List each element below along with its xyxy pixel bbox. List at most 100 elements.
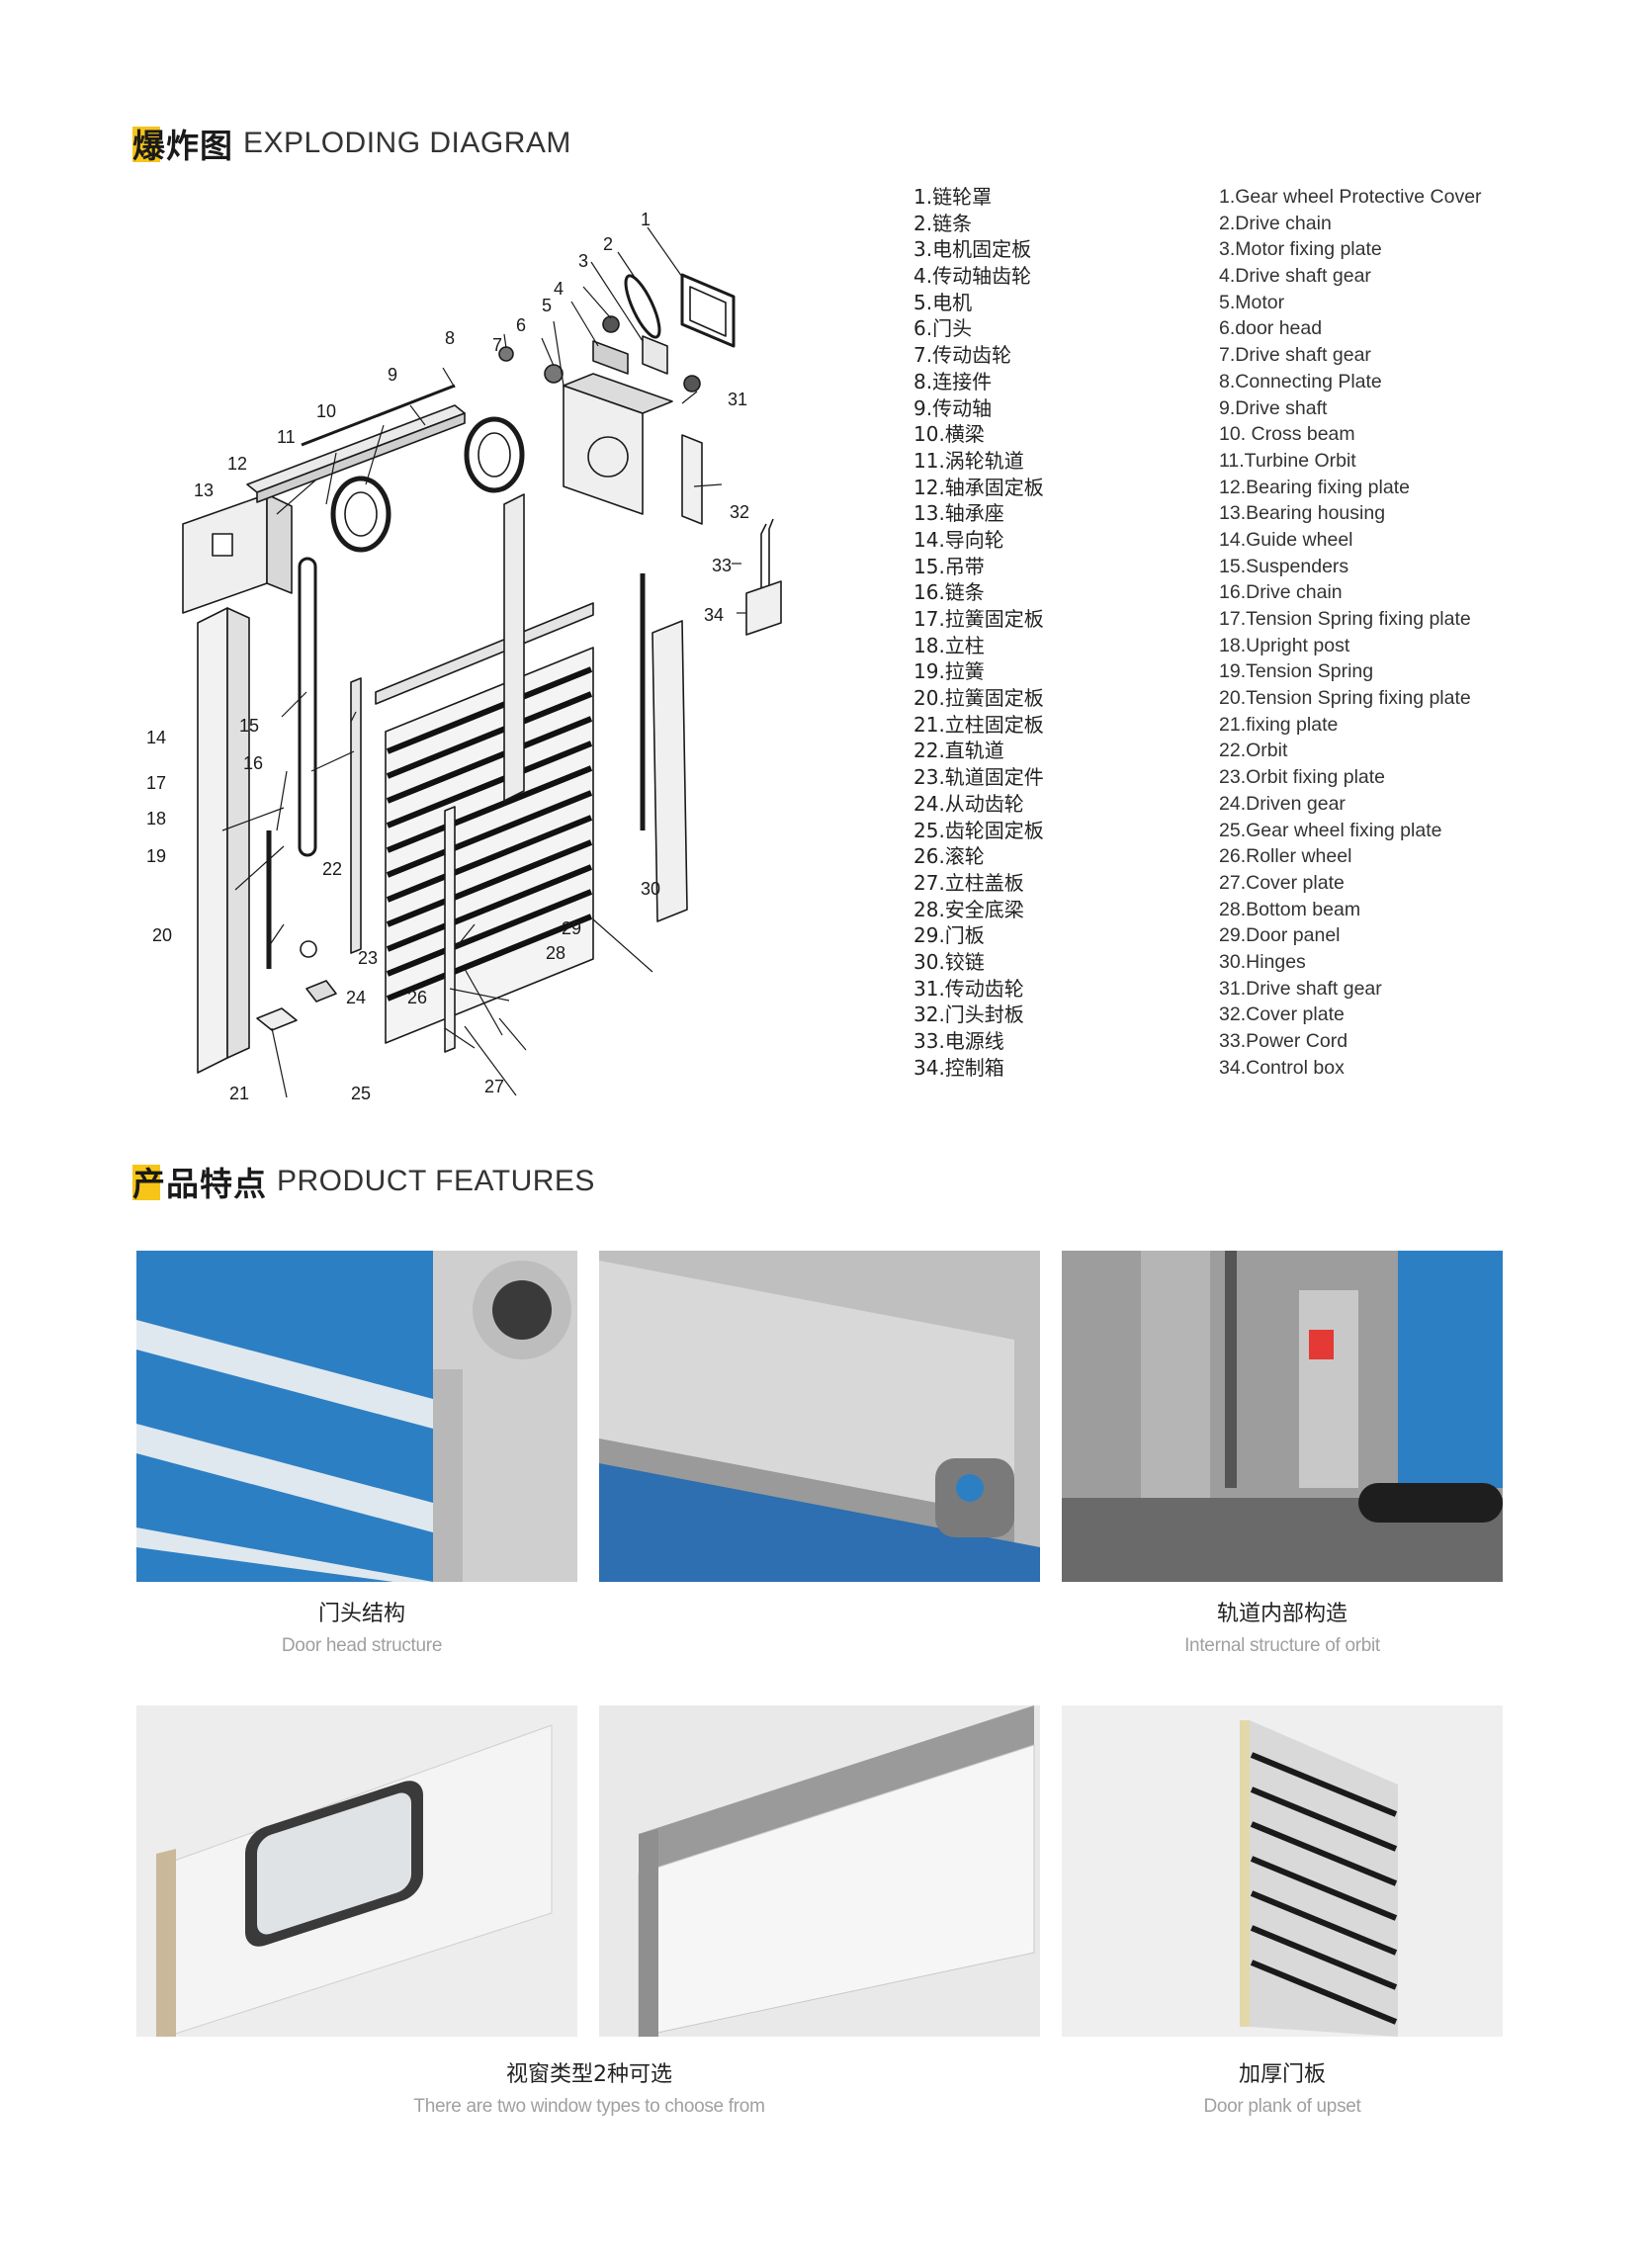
part-item: 29.Door panel — [1219, 924, 1341, 947]
part-item: 31.Drive shaft gear — [1219, 977, 1382, 1000]
parts-list-en: 1.Gear wheel Protective Cover 2.Drive cha… — [1219, 184, 1482, 1081]
part-item: 16.Drive chain — [1219, 581, 1343, 604]
caption-en: Door head structure — [281, 1635, 443, 1656]
diagram-label: 29 — [562, 918, 581, 938]
diagram-label: 16 — [243, 753, 263, 773]
part-item: 27.立柱盖板 — [913, 870, 1024, 895]
diagram-label: 14 — [146, 728, 166, 747]
diagram-label: 10 — [316, 401, 336, 421]
part-item: 32.门头封板 — [913, 1003, 1024, 1027]
part-item: 14.导向轮 — [913, 527, 1004, 552]
part-item: 30.Hinges — [1219, 950, 1306, 973]
part-item: 25.齿轮固定板 — [913, 818, 1044, 842]
part-item: 33.电源线 — [913, 1029, 1004, 1053]
part-item: 28.Bottom beam — [1219, 898, 1361, 920]
part-item: 11.Turbine Orbit — [1219, 449, 1356, 472]
caption-window: 视窗类型2种可选 There are two window types to c… — [332, 2058, 846, 2122]
section-title-en: PRODUCT FEATURES — [277, 1165, 595, 1197]
part-item: 8.Connecting Plate — [1219, 370, 1382, 393]
accent-mark — [132, 1165, 160, 1200]
part-item: 5.Motor — [1219, 291, 1285, 313]
exploding-diagram: 1 2 3 4 5 6 7 8 9 10 11 12 13 14 15 16 1… — [146, 210, 782, 1103]
section-title-features: 产品特点 PRODUCT FEATURES — [132, 1157, 595, 1206]
section-title-cn: 产品特点 — [132, 1165, 267, 1203]
part-item: 3.Motor fixing plate — [1219, 238, 1382, 261]
diagram-label: 13 — [194, 480, 214, 500]
part-item: 1.链轮罩 — [913, 185, 993, 209]
diagram-label: 23 — [358, 948, 378, 968]
section-title-en: EXPLODING DIAGRAM — [243, 127, 571, 159]
diagram-label: 31 — [728, 390, 747, 409]
diagram-label: 9 — [388, 365, 397, 385]
caption-orbit: 轨道内部构造 Internal structure of orbit — [1055, 1598, 1510, 1661]
diagram-label: 18 — [146, 809, 166, 829]
part-item: 22.直轨道 — [913, 739, 1004, 763]
diagram-label: 30 — [641, 879, 660, 899]
part-item: 21.fixing plate — [1219, 713, 1339, 736]
diagram-label: 5 — [542, 296, 552, 315]
caption-cn: 视窗类型2种可选 — [506, 2062, 672, 2087]
part-item: 23.Orbit fixing plate — [1219, 766, 1386, 789]
part-item: 26.滚轮 — [913, 844, 985, 869]
caption-cn: 轨道内部构造 — [1216, 1602, 1347, 1626]
part-item: 17.Tension Spring fixing plate — [1219, 608, 1471, 630]
diagram-label: 3 — [578, 251, 588, 271]
diagram-label: 26 — [407, 988, 427, 1007]
part-item: 31.传动齿轮 — [913, 976, 1024, 1001]
part-item: 13.Bearing housing — [1219, 502, 1386, 525]
part-item: 15.吊带 — [913, 554, 985, 578]
caption-door-head: 门头结构 Door head structure — [134, 1598, 589, 1661]
accent-mark — [132, 127, 160, 162]
part-item: 28.安全底梁 — [913, 897, 1024, 921]
part-item: 4.Drive shaft gear — [1219, 265, 1371, 288]
part-item: 25.Gear wheel fixing plate — [1219, 819, 1442, 841]
photo-window-type-b — [599, 1705, 1040, 2038]
part-item: 2.链条 — [913, 211, 973, 235]
part-item: 29.门板 — [913, 923, 985, 948]
section-title-cn: 爆炸图 — [132, 127, 233, 165]
photo-door-plank — [1062, 1705, 1503, 2037]
part-item: 5.电机 — [913, 290, 973, 314]
part-item: 24.从动齿轮 — [913, 791, 1024, 816]
diagram-label: 33 — [712, 556, 732, 575]
part-item: 14.Guide wheel — [1219, 528, 1353, 551]
section-title-exploding: 爆炸图 EXPLODING DIAGRAM — [132, 119, 571, 168]
part-item: 20.拉簧固定板 — [913, 686, 1044, 711]
part-item: 20.Tension Spring fixing plate — [1219, 687, 1471, 710]
part-item: 10. Cross beam — [1219, 423, 1355, 446]
part-item: 13.轴承座 — [913, 501, 1004, 526]
photo-orbit-internal — [1062, 1251, 1503, 1582]
caption-en: Door plank of upset — [1203, 2096, 1361, 2117]
caption-en: There are two window types to choose fro… — [413, 2096, 765, 2117]
part-item: 27.Cover plate — [1219, 871, 1345, 894]
part-item: 11.涡轮轨道 — [913, 448, 1024, 473]
diagram-label: 27 — [484, 1077, 504, 1096]
part-item: 6.door head — [1219, 317, 1323, 340]
part-item: 19.拉簧 — [913, 659, 985, 684]
caption-en: Internal structure of orbit — [1184, 1635, 1380, 1656]
part-item: 15.Suspenders — [1219, 555, 1349, 577]
caption-plank: 加厚门板 Door plank of upset — [1055, 2058, 1510, 2122]
diagram-label: 8 — [445, 328, 455, 348]
part-item: 12.轴承固定板 — [913, 475, 1044, 499]
part-item: 33.Power Cord — [1219, 1030, 1348, 1052]
part-item: 1.Gear wheel Protective Cover — [1219, 186, 1482, 208]
part-item: 9.传动轴 — [913, 395, 993, 420]
part-item: 4.传动轴齿轮 — [913, 264, 1032, 289]
diagram-label: 25 — [351, 1084, 371, 1103]
part-item: 2.Drive chain — [1219, 212, 1332, 234]
part-item: 7.传动齿轮 — [913, 343, 1012, 368]
caption-cn: 门头结构 — [317, 1602, 405, 1626]
caption-cn: 加厚门板 — [1238, 2062, 1326, 2087]
part-item: 18.立柱 — [913, 633, 985, 657]
diagram-label: 22 — [322, 859, 342, 879]
part-item: 16.链条 — [913, 580, 985, 605]
photo-window-type-a — [136, 1705, 577, 2038]
part-item: 8.连接件 — [913, 369, 993, 393]
photo-door-head-roller — [136, 1251, 577, 1582]
part-item: 9.Drive shaft — [1219, 396, 1328, 419]
part-item: 10.横梁 — [913, 422, 985, 447]
diagram-label: 24 — [346, 988, 366, 1007]
part-item: 12.Bearing fixing plate — [1219, 476, 1410, 498]
